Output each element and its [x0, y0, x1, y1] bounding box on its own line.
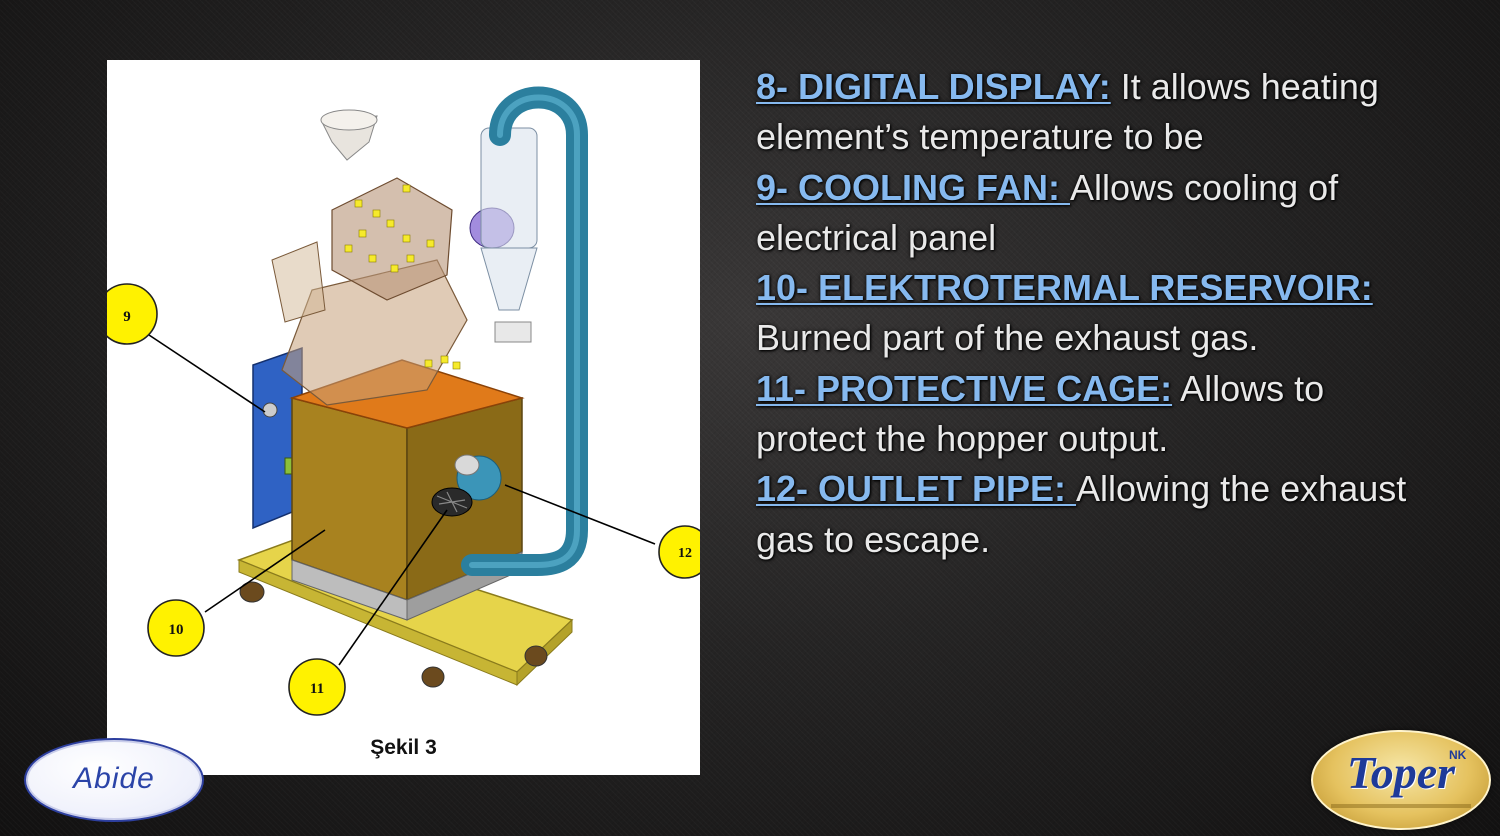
cyclone-cone [480, 247, 538, 311]
cooling-tray [271, 241, 326, 323]
protective-cage [431, 487, 473, 517]
description-text: Burned part of the exhaust gas. [756, 317, 1259, 359]
leader-lines [148, 334, 656, 666]
description-heading: 8- DIGITAL DISPLAY: [756, 66, 1111, 107]
fan-grill [262, 402, 278, 418]
figure-panel: 9 10 11 12 Şekil 3 [107, 60, 700, 775]
description-item-11: 11- PROTECTIVE CAGE: Allows to protect t… [756, 364, 1436, 465]
wheel [421, 666, 445, 688]
callout-9-label: 9 [123, 309, 131, 325]
description-item-10: 10- ELEKTROTERMAL RESERVOIR: Burned part… [756, 263, 1436, 364]
description-heading: 10- ELEKTROTERMAL RESERVOIR: [756, 267, 1373, 309]
callout-12: 12 [658, 525, 700, 579]
description-item-8: 8- DIGITAL DISPLAY: It allows heating el… [756, 62, 1436, 163]
outlet-pipe-highlight [469, 94, 580, 568]
hopper-top [320, 109, 378, 131]
cyclone-body [480, 127, 538, 249]
wheel [239, 581, 265, 603]
abide-logo-text: Abide [73, 762, 155, 795]
callout-12-label: 12 [678, 546, 692, 561]
abide-logo: Abide [24, 738, 204, 822]
description-list: 8- DIGITAL DISPLAY: It allows heating el… [756, 62, 1436, 565]
callout-10: 10 [147, 599, 205, 657]
description-text: Allowing the exhaust gas to escape. [756, 468, 1407, 560]
wheel [524, 645, 548, 667]
description-item-9: 9- COOLING FAN: Allows cooling of electr… [756, 163, 1436, 264]
machine-illustration: 9 10 11 12 [107, 86, 700, 716]
callout-11: 11 [288, 658, 346, 716]
toper-logo-text: Toper [1346, 747, 1456, 798]
description-item-12: 12- OUTLET PIPE: Allowing the exhaust ga… [756, 464, 1436, 565]
pipe-flange [454, 454, 480, 476]
cyclone-outlet [494, 321, 532, 343]
description-text: Allows cooling of electrical panel [756, 166, 1339, 258]
callout-11-label: 11 [310, 681, 324, 697]
description-heading: 12- OUTLET PIPE: [756, 468, 1077, 510]
description-heading: 11- PROTECTIVE CAGE: [756, 367, 1173, 409]
marker-dots [344, 184, 461, 370]
callout-10-label: 10 [169, 622, 184, 638]
description-text: It allows heating element’s temperature … [756, 66, 1379, 158]
toper-logo-tagline [1331, 804, 1471, 808]
figure-caption: Şekil 3 [370, 736, 437, 759]
drum [331, 177, 453, 301]
toper-logo-superscript: NK [1449, 748, 1467, 762]
toper-logo: Toper NK [1311, 730, 1491, 830]
description-heading: 9- COOLING FAN: [756, 166, 1070, 208]
description-text: Allows to protect the hopper output. [756, 367, 1325, 460]
callout-9: 9 [107, 283, 158, 345]
